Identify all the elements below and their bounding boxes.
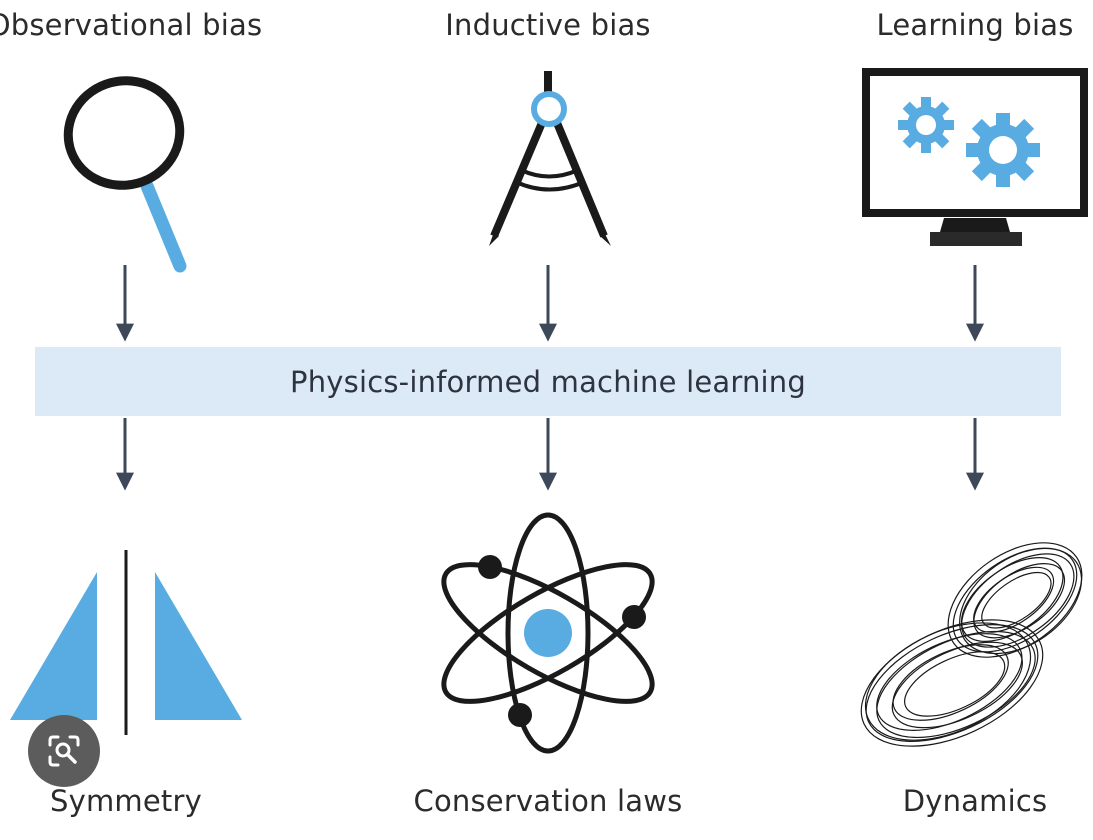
label-symmetry: Symmetry — [50, 784, 202, 818]
atom-electron — [478, 555, 502, 579]
label-conservation-laws: Conservation laws — [413, 784, 683, 818]
physics-informed-ml-banner: Physics-informed machine learning — [35, 347, 1061, 416]
monitor-gears-icon — [862, 68, 1088, 246]
atom-nucleus — [524, 609, 572, 657]
label-inductive-bias: Inductive bias — [445, 8, 651, 42]
banner-label: Physics-informed machine learning — [290, 364, 806, 399]
magnifying-glass-icon — [63, 76, 187, 273]
atom-electron — [508, 703, 532, 727]
drafting-compass-icon — [489, 71, 611, 246]
label-dynamics: Dynamics — [902, 784, 1048, 818]
mirrored-triangles-icon — [10, 550, 242, 735]
lens-search-button[interactable] — [28, 715, 100, 787]
lens-search-icon — [48, 735, 80, 767]
label-learning-bias: Learning bias — [876, 8, 1074, 42]
atom-icon — [441, 512, 655, 754]
label-observational-bias: Observational bias — [0, 8, 263, 42]
lorenz-attractor-icon — [860, 542, 1083, 747]
atom-electron — [622, 605, 646, 629]
